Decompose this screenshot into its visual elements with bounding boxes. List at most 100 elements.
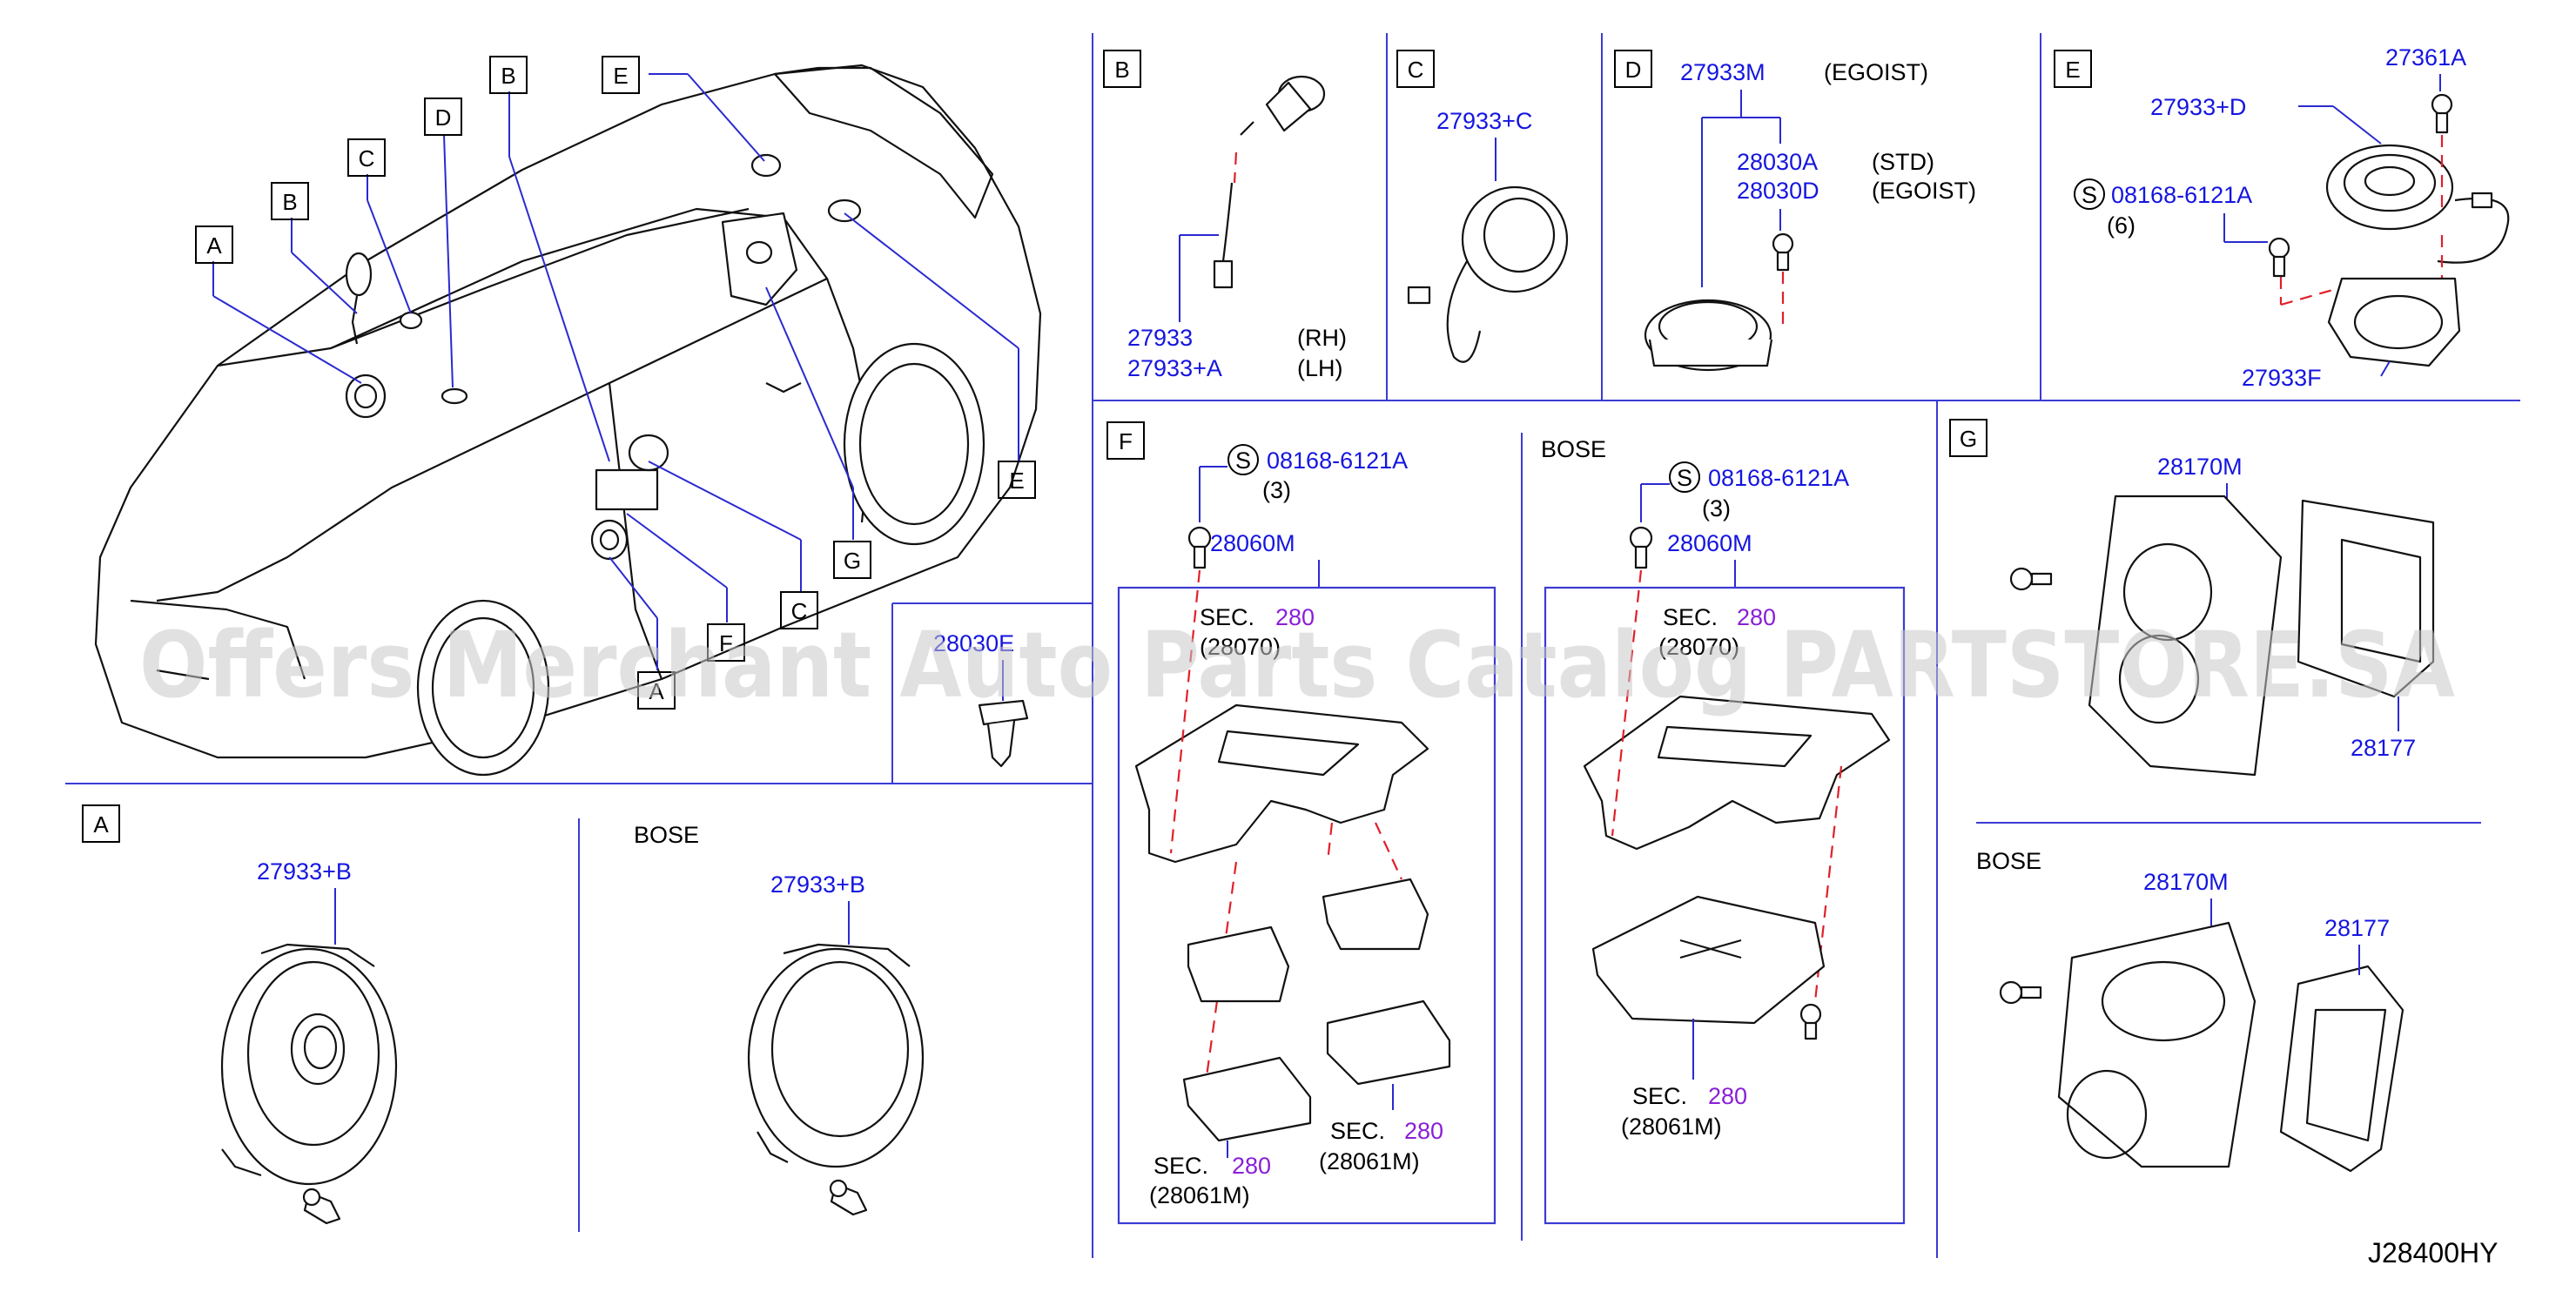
bracket-plate-icon	[1134, 703, 1429, 864]
svg-text:(RH): (RH)	[1297, 325, 1347, 351]
callout-box-g: G	[833, 541, 871, 579]
svg-text:(3): (3)	[1262, 477, 1291, 503]
screw-icon	[1629, 526, 1653, 569]
amplifier-bracket-icon	[1187, 878, 1429, 1003]
svg-text:D: D	[435, 104, 452, 131]
svg-text:E: E	[2065, 57, 2080, 83]
section-g: G 28170M 28177 BOSE 28170M	[1949, 419, 2435, 1173]
screw-icon	[2431, 93, 2453, 134]
callout-box-a: A	[195, 225, 233, 264]
svg-text:A: A	[649, 678, 664, 704]
section-28030e: 28030E	[933, 630, 1029, 768]
svg-text:27933F: 27933F	[2242, 365, 2322, 391]
svg-text:(STD): (STD)	[1872, 149, 1934, 175]
svg-text:280: 280	[1737, 604, 1776, 630]
svg-text:27933+B: 27933+B	[257, 858, 352, 885]
screw-icon	[2268, 237, 2290, 278]
svg-text:27933+C: 27933+C	[1436, 108, 1532, 134]
svg-text:BOSE: BOSE	[634, 822, 699, 848]
svg-text:(28061M): (28061M)	[1621, 1114, 1722, 1140]
svg-text:(28061M): (28061M)	[1149, 1182, 1250, 1208]
bracket-plate-icon	[1583, 695, 1891, 851]
screw-icon	[302, 1188, 341, 1225]
svg-text:280: 280	[1708, 1083, 1747, 1109]
svg-text:E: E	[613, 63, 628, 89]
svg-text:28177: 28177	[2351, 735, 2416, 761]
svg-text:28060M: 28060M	[1667, 530, 1752, 556]
svg-text:S: S	[1235, 447, 1251, 474]
callout-box-e-top: E	[602, 56, 640, 94]
subwoofer-box-icon	[2057, 921, 2257, 1168]
svg-text:27933+A: 27933+A	[1127, 355, 1222, 381]
callout-box-b: B	[271, 182, 309, 220]
svg-text:27933+D: 27933+D	[2150, 94, 2246, 120]
svg-text:(28070): (28070)	[1200, 634, 1281, 660]
svg-text:D: D	[1625, 57, 1642, 83]
amplifier-icon	[1591, 895, 1826, 1025]
svg-text:28170M: 28170M	[2143, 869, 2229, 895]
svg-text:SEC.: SEC.	[1632, 1083, 1687, 1109]
car-overview-illustration	[94, 64, 1042, 777]
svg-text:SEC.: SEC.	[1200, 604, 1254, 630]
watermark-text: Offers Merchant Auto Parts Catalog PARTS…	[139, 612, 2455, 718]
svg-text:280: 280	[1232, 1153, 1271, 1179]
svg-text:27933M: 27933M	[1680, 59, 1766, 85]
svg-text:G: G	[1960, 426, 1977, 452]
screw-icon	[1799, 1003, 1822, 1040]
svg-text:F: F	[719, 630, 733, 656]
svg-text:G: G	[844, 548, 861, 574]
overview-callouts: A B C D E B E C G F A	[195, 56, 1036, 710]
svg-text:28030E: 28030E	[933, 630, 1014, 656]
screw-icon	[1187, 526, 1212, 569]
svg-text:27933: 27933	[1127, 325, 1193, 351]
svg-text:B: B	[501, 63, 515, 89]
svg-text:08168-6121A: 08168-6121A	[1708, 465, 1849, 491]
svg-text:280: 280	[1275, 604, 1315, 630]
svg-text:BOSE: BOSE	[1976, 848, 2041, 874]
callout-box-c: C	[347, 138, 386, 177]
screw-icon	[829, 1179, 868, 1216]
callout-box-a-bottom: A	[637, 671, 676, 710]
screw-icon	[1999, 980, 2042, 1005]
svg-text:(LH): (LH)	[1297, 355, 1343, 381]
svg-text:08168-6121A: 08168-6121A	[1267, 447, 1408, 474]
amplifier-unit-icon	[2279, 965, 2404, 1173]
callout-box-f: F	[707, 623, 745, 662]
svg-text:BOSE: BOSE	[1541, 436, 1606, 462]
svg-text:(28061M): (28061M)	[1319, 1148, 1420, 1174]
svg-text:28170M: 28170M	[2157, 454, 2243, 480]
section-d: D 27933M (EGOIST) 28030A (STD) 28030D (E…	[1614, 50, 1976, 372]
svg-text:S: S	[2082, 182, 2097, 208]
svg-text:B: B	[282, 189, 297, 215]
section-f: F S 08168-6121A (3) 28060M SEC. 280 (280…	[1106, 421, 1906, 1225]
section-b: B 27933 27933+A (RH) (LH)	[1103, 50, 1347, 381]
figure-code: J28400HY	[2368, 1237, 2498, 1268]
svg-text:27361A: 27361A	[2385, 44, 2466, 71]
svg-text:(EGOIST): (EGOIST)	[1872, 178, 1976, 204]
overview-leader-lines	[212, 73, 1019, 670]
svg-text:08168-6121A: 08168-6121A	[2111, 182, 2252, 208]
section-c: C 27933+C	[1396, 50, 1569, 363]
svg-text:C: C	[791, 598, 808, 624]
callout-box-c-right: C	[780, 591, 818, 629]
amplifier-icon	[1182, 999, 1451, 1142]
section-a: A 27933+B BOSE 27933+B	[82, 804, 925, 1225]
callout-box-d: D	[424, 98, 462, 136]
svg-text:SEC.: SEC.	[1663, 604, 1718, 630]
svg-text:SEC.: SEC.	[1153, 1153, 1208, 1179]
svg-text:C: C	[359, 145, 375, 172]
svg-text:280: 280	[1404, 1118, 1443, 1144]
svg-text:28060M: 28060M	[1210, 530, 1295, 556]
svg-text:(6): (6)	[2107, 212, 2135, 239]
svg-text:F: F	[1119, 428, 1133, 454]
subwoofer-box-icon	[2088, 495, 2283, 777]
tweeter-rh-icon	[1213, 75, 1326, 289]
svg-text:SEC.: SEC.	[1330, 1118, 1385, 1144]
svg-text:B: B	[1114, 57, 1129, 83]
clip-icon	[978, 699, 1029, 768]
svg-text:A: A	[206, 232, 222, 259]
svg-text:27933+B: 27933+B	[770, 871, 865, 898]
svg-text:(28070): (28070)	[1658, 634, 1739, 660]
svg-text:S: S	[1677, 465, 1692, 491]
